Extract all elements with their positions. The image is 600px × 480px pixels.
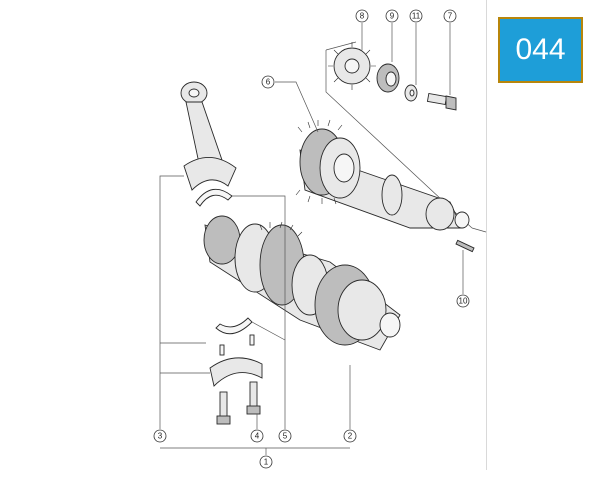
callout-3: 3 — [153, 429, 167, 443]
lower-bearing-shell — [215, 317, 253, 335]
bracket-line-right — [471, 227, 487, 233]
rod-cap — [209, 357, 263, 387]
balancer-shaft-group — [275, 23, 487, 294]
bracket-line-top — [325, 41, 357, 51]
page-number-badge: 044 — [498, 17, 583, 83]
crankshaft — [203, 215, 401, 351]
svg-text:2: 2 — [348, 432, 353, 441]
balancer-shaft — [295, 119, 470, 231]
connecting-rod — [180, 81, 237, 191]
callout-11: 11 — [409, 9, 423, 23]
small-gear — [376, 63, 400, 93]
svg-text:10: 10 — [459, 297, 468, 306]
leader-6 — [275, 81, 319, 133]
leader-5 — [232, 195, 286, 429]
timing-sprocket — [328, 42, 376, 90]
bracket-line-left — [325, 50, 473, 229]
svg-text:11: 11 — [412, 12, 421, 21]
callout-7: 7 — [443, 9, 457, 23]
callout-5: 5 — [278, 429, 292, 443]
flange-bolt — [426, 92, 457, 111]
svg-text:3: 3 — [158, 432, 163, 441]
leader-5b — [251, 321, 286, 341]
washer — [404, 84, 418, 102]
callout-4: 4 — [250, 429, 264, 443]
svg-text:4: 4 — [255, 432, 260, 441]
callout-8: 8 — [355, 9, 369, 23]
upper-bearing-shell — [195, 188, 233, 207]
svg-text:1: 1 — [264, 458, 269, 467]
callout-6: 6 — [261, 75, 275, 89]
svg-text:9: 9 — [390, 12, 395, 21]
callout-10: 10 — [456, 294, 470, 308]
svg-text:6: 6 — [266, 78, 271, 87]
page-divider — [486, 0, 487, 470]
callout-2: 2 — [343, 429, 357, 443]
svg-text:8: 8 — [360, 12, 365, 21]
cap-pins — [219, 334, 255, 356]
callout-1: 1 — [259, 455, 273, 469]
svg-text:7: 7 — [448, 12, 453, 21]
leader-3 — [159, 175, 184, 429]
callout-9: 9 — [385, 9, 399, 23]
dowel-pin — [455, 239, 475, 253]
svg-text:5: 5 — [283, 432, 288, 441]
rod-bolts — [216, 381, 261, 425]
